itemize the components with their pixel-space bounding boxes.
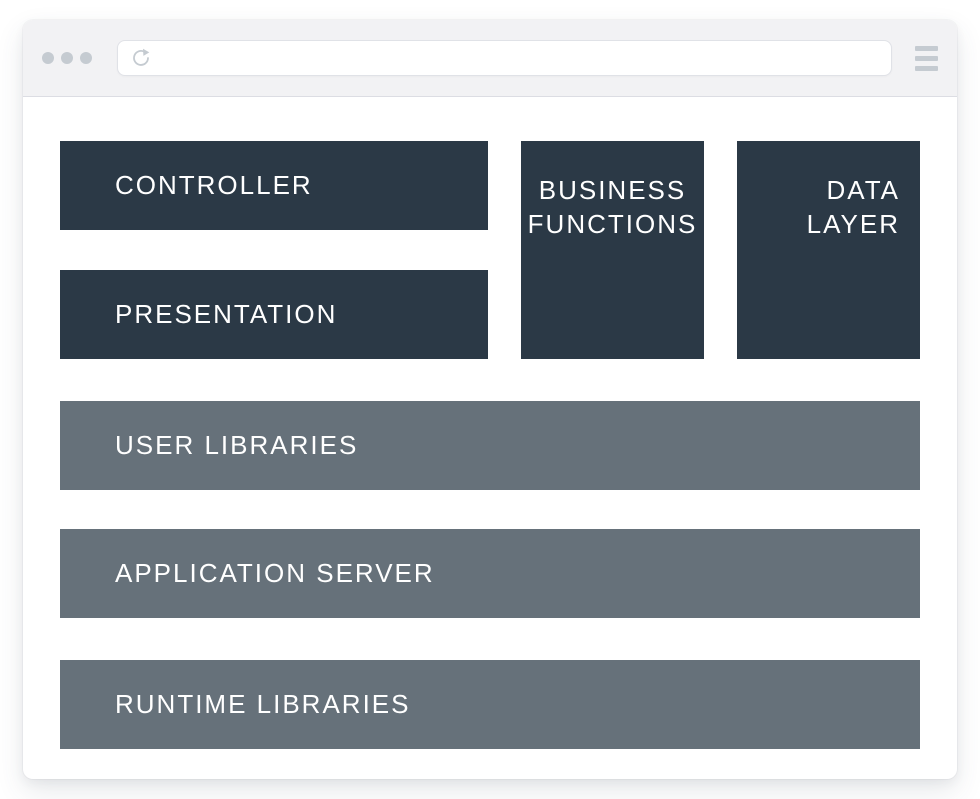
box-controller: CONTROLLER: [60, 141, 488, 230]
box-user-libraries: USER LIBRARIES: [60, 401, 920, 490]
diagram-left-column: CONTROLLER PRESENTATION: [60, 141, 488, 359]
menu-icon[interactable]: [915, 45, 938, 71]
box-presentation-label: PRESENTATION: [115, 299, 338, 329]
box-business-functions-label-line: BUSINESS: [538, 175, 687, 205]
menu-bar: [915, 45, 938, 51]
box-presentation: PRESENTATION: [60, 270, 488, 359]
box-application-server-label: APPLICATION SERVER: [115, 558, 435, 588]
url-input[interactable]: [160, 49, 881, 67]
refresh-icon[interactable]: [130, 47, 152, 69]
menu-bar: [915, 55, 938, 61]
box-runtime-libraries: RUNTIME LIBRARIES: [60, 660, 920, 749]
window-dot: [80, 52, 92, 64]
box-business-functions-label-line: FUNCTIONS: [527, 209, 698, 239]
menu-bar: [915, 65, 938, 71]
box-business-functions: BUSINESS FUNCTIONS: [521, 141, 704, 359]
diagram-top-section: CONTROLLER PRESENTATION BUSINESS FUNCTIO…: [60, 141, 920, 359]
address-bar[interactable]: [117, 40, 892, 76]
box-data-layer-label-line: LAYER: [806, 209, 900, 239]
box-controller-label: CONTROLLER: [115, 170, 313, 200]
window-controls: [42, 52, 92, 64]
box-data-layer-label-line: DATA: [826, 175, 900, 205]
box-application-server: APPLICATION SERVER: [60, 529, 920, 618]
window-dot: [42, 52, 54, 64]
window-dot: [61, 52, 73, 64]
browser-window: CONTROLLER PRESENTATION BUSINESS FUNCTIO…: [23, 20, 957, 779]
diagram-canvas: CONTROLLER PRESENTATION BUSINESS FUNCTIO…: [23, 97, 957, 749]
box-data-layer: DATA LAYER: [737, 141, 920, 359]
box-user-libraries-label: USER LIBRARIES: [115, 430, 359, 460]
browser-toolbar: [23, 20, 957, 97]
box-runtime-libraries-label: RUNTIME LIBRARIES: [115, 689, 411, 719]
